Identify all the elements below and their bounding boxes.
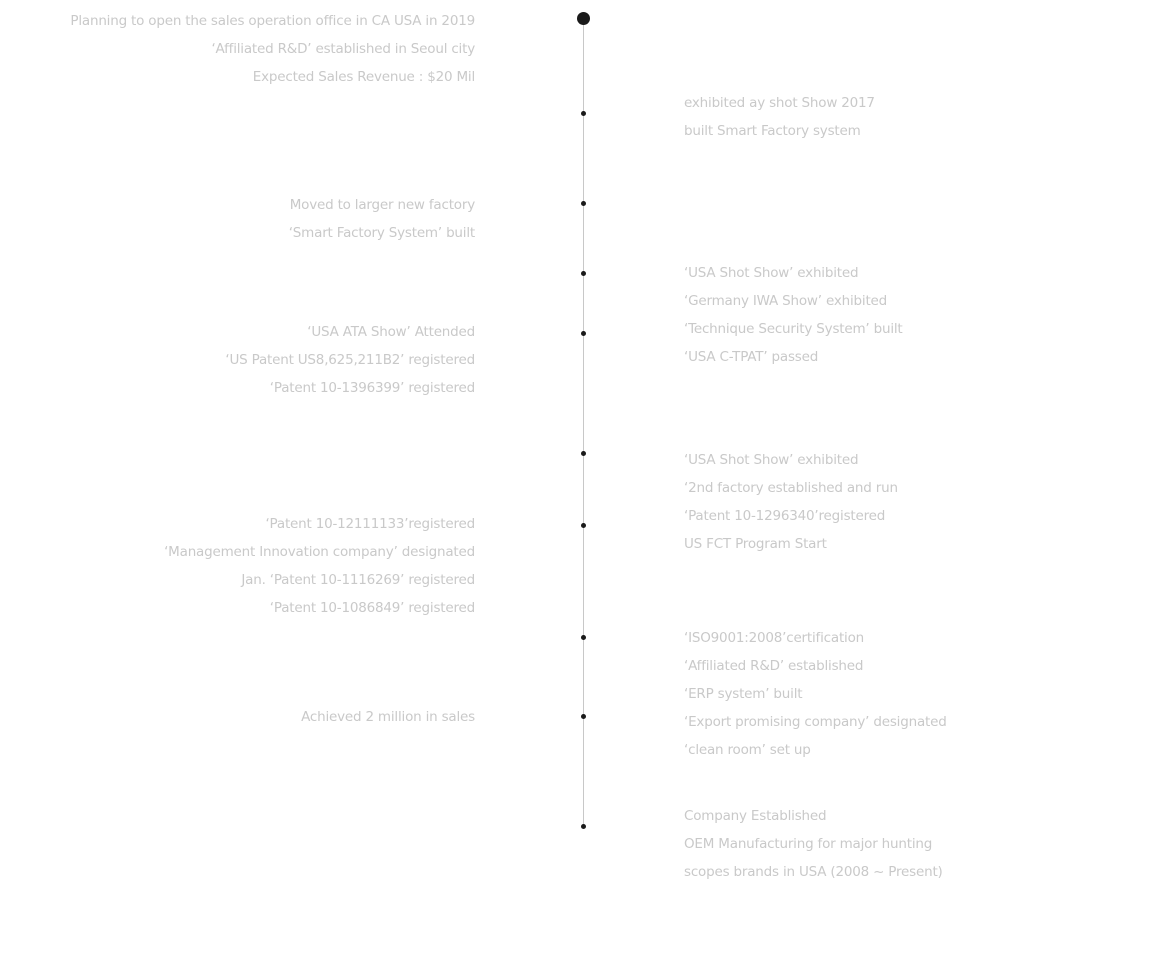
timeline-item: Moved to larger new factory (289, 197, 475, 213)
timeline-entry-7: ‘Patent 10-12111133’registered ‘Manageme… (164, 510, 475, 622)
timeline-entry-5: ‘USA ATA Show’ Attended ‘US Patent US8,6… (225, 318, 475, 402)
timeline-dot (581, 110, 586, 116)
timeline-dot (581, 450, 586, 456)
timeline-item: Company Established (684, 808, 827, 824)
timeline-dot (581, 713, 586, 719)
timeline-item: OEM Manufacturing for major hunting (684, 836, 933, 852)
timeline-item: ‘Management Innovation company’ designat… (164, 544, 475, 560)
timeline-item: ‘Patent 10-1296340’registered (684, 508, 886, 524)
timeline-dot-current (577, 11, 590, 25)
timeline-entry-9: Achieved 2 million in sales (301, 703, 475, 731)
timeline-entry-8: ‘ISO9001:2008’certification ‘Affiliated … (684, 624, 947, 764)
timeline-dot (581, 634, 586, 640)
timeline-entry-6: ‘USA Shot Show’ exhibited ‘2nd factory e… (684, 446, 898, 558)
timeline-entry-4: ‘USA Shot Show’ exhibited ‘Germany IWA S… (684, 259, 903, 371)
timeline-item: ‘Patent 10-1396399’ registered (269, 380, 475, 396)
timeline-item: ‘USA C-TPAT’ passed (684, 349, 819, 365)
timeline-item: ‘USA ATA Show’ Attended (307, 324, 475, 340)
timeline-dot (581, 200, 586, 206)
timeline-item: ‘Technique Security System’ built (684, 321, 903, 337)
timeline-item: ‘Affiliated R&D’ established in Seoul ci… (211, 41, 475, 57)
timeline-item: ‘2nd factory established and run (684, 480, 898, 496)
timeline-entry-2: exhibited ay shot Show 2017 built Smart … (684, 89, 875, 145)
timeline-entry-1: Planning to open the sales operation off… (70, 7, 475, 91)
timeline-item: ‘Patent 10-12111133’registered (265, 516, 475, 532)
timeline-dot (581, 522, 586, 528)
timeline-item: ‘Germany IWA Show’ exhibited (684, 293, 888, 309)
timeline-item: exhibited ay shot Show 2017 (684, 95, 875, 111)
timeline-entry-3: Moved to larger new factory ‘Smart Facto… (289, 191, 475, 247)
timeline-item: Achieved 2 million in sales (301, 709, 475, 725)
timeline-item: ‘ISO9001:2008’certification (684, 630, 865, 646)
timeline-entry-10: Company Established OEM Manufacturing fo… (684, 802, 943, 886)
timeline-item: scopes brands in USA (2008 ~ Present) (684, 864, 943, 880)
timeline-line (583, 18, 584, 826)
timeline-item: ‘clean room’ set up (684, 742, 811, 758)
timeline-dot (581, 270, 586, 276)
timeline-item: ‘Smart Factory System’ built (288, 225, 475, 241)
timeline-item: Jan. ‘Patent 10-1116269’ registered (241, 572, 475, 588)
timeline-item: ‘USA Shot Show’ exhibited (684, 452, 859, 468)
timeline-item: Planning to open the sales operation off… (70, 13, 475, 29)
timeline-item: built Smart Factory system (684, 123, 861, 139)
timeline-dot (581, 823, 586, 829)
timeline-item: ‘Patent 10-1086849’ registered (269, 600, 475, 616)
timeline-dot (581, 330, 586, 336)
timeline-item: ‘US Patent US8,625,211B2’ registered (225, 352, 475, 368)
timeline-item: Expected Sales Revenue : $20 Mil (252, 69, 475, 85)
timeline-item: ‘Export promising company’ designated (684, 714, 947, 730)
timeline-item: ‘Affiliated R&D’ established (684, 658, 864, 674)
timeline-item: ‘ERP system’ built (684, 686, 803, 702)
timeline-item: ‘USA Shot Show’ exhibited (684, 265, 859, 281)
timeline-item: US FCT Program Start (684, 536, 827, 552)
